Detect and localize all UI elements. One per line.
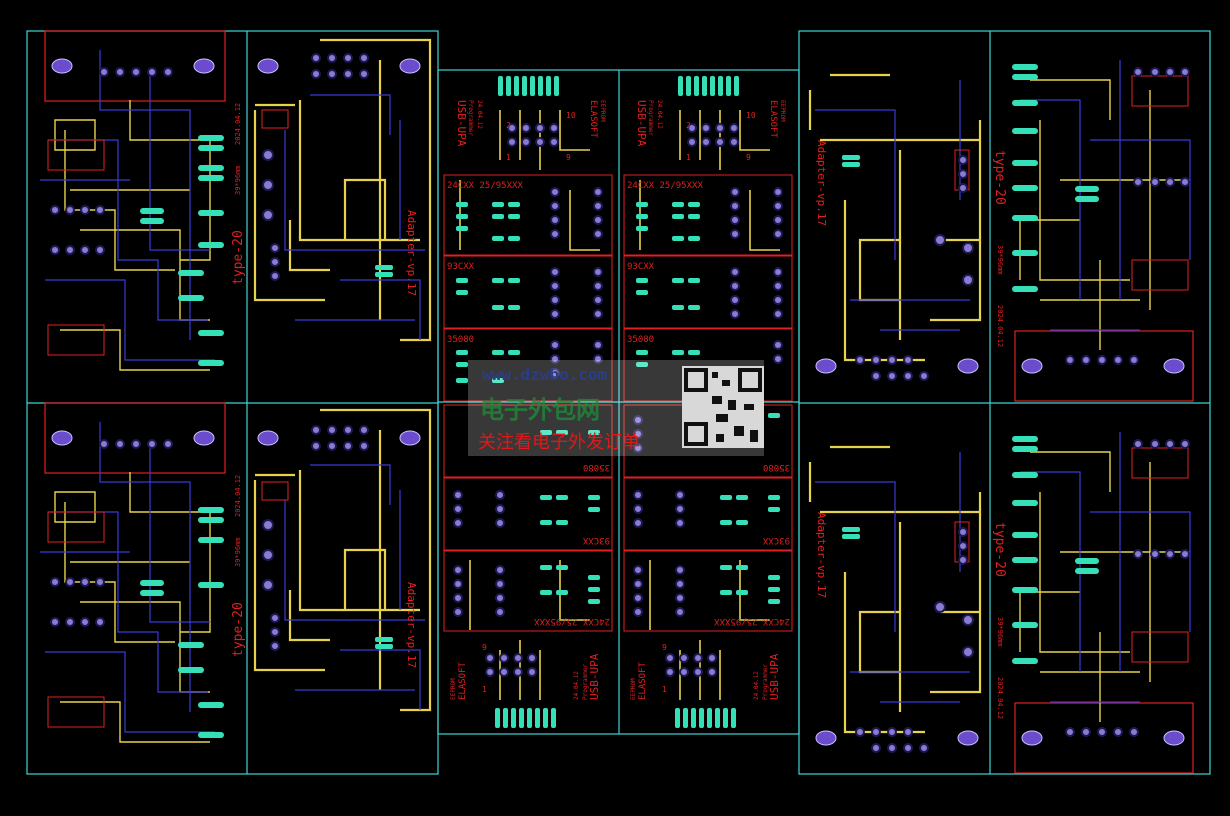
type20-board-top-right: type-20 39*96mm 2024.04.12 (992, 60, 1194, 402)
pin9-label-3: 9 (482, 643, 487, 652)
type20-size-br: 39*96mm (996, 617, 1004, 647)
type20-label-tr: type-20 (992, 150, 1007, 205)
pin9-label-2: 9 (746, 153, 751, 162)
pin9-label-1: 9 (566, 153, 571, 162)
adapter-label-br: Adapter-vp.17 (815, 512, 828, 598)
eeprom-label-4: EEPROM (630, 678, 637, 700)
elasoft-label-1: ELASOFT (588, 100, 598, 139)
programmer-board-bottom-left: USB-UPA Programmer 24.04.12 ELASOFT EEPR… (443, 404, 613, 728)
adapter-board-bottom-left: Adapter-vp.17 (253, 408, 432, 712)
pin2-label-2: 2 (686, 121, 691, 130)
adapter-board-bottom-right: Adapter-vp.17 (808, 445, 982, 753)
type20-label-bl: type-20 (231, 602, 246, 657)
watermark: www.dzwbo.com 电子外包网 关注看电子外发订单 (468, 360, 764, 456)
elasoft-label-2: ELASOFT (768, 100, 778, 139)
type20-board-bottom-right: type-20 39*96mm 2024.04.12 (992, 432, 1194, 774)
programmer-board-top-left: USB-UPA Programmer 24.04.12 ELASOFT EEPR… (443, 76, 613, 402)
upa-date-label-3: 24.04.12 (573, 671, 580, 700)
pin1-label-4: 1 (662, 685, 667, 694)
pin10-label-1: 10 (566, 111, 576, 120)
type20-size-bl: 39*96mm (234, 537, 242, 567)
pin9-label-4: 9 (662, 643, 667, 652)
eeprom-label-2: EEPROM (779, 100, 786, 122)
type20-label-br: type-20 (992, 522, 1007, 577)
programmer-label-3: Programmer (582, 663, 589, 700)
programmer-label-2: Programmer (647, 100, 654, 137)
section-93cxx-label-2: 93CXX (627, 262, 655, 272)
upa-date-label-4: 24.04.12 (753, 671, 760, 700)
eeprom-label-3: EEPROM (450, 678, 457, 700)
watermark-url: www.dzwbo.com (482, 365, 608, 384)
section-35080-label-3: 35080 (583, 462, 610, 472)
type20-date-tr: 2024.04.12 (996, 305, 1004, 347)
type20-size-tl: 39*96mm (234, 165, 242, 195)
programmer-board-bottom-right: USB-UPA Programmer 24.04.12 ELASOFT EEPR… (623, 404, 793, 728)
section-24cxx-label-1: 24CXX 25/95XXX (447, 181, 523, 191)
usb-upa-label-1: USB-UPA (455, 100, 468, 147)
pin1-label-2: 1 (686, 153, 691, 162)
pin10-label-2: 10 (746, 111, 756, 120)
section-35080-label-1: 35080 (447, 335, 474, 345)
usb-upa-label-4: USB-UPA (768, 653, 781, 700)
section-35080-label-4: 35080 (763, 462, 790, 472)
type20-size-tr: 39*96mm (996, 245, 1004, 275)
eeprom-label-1: EEPROM (599, 100, 606, 122)
programmer-label-1: Programmer (467, 100, 474, 137)
elasoft-label-4: ELASOFT (638, 661, 648, 700)
watermark-slogan: 关注看电子外发订单 (478, 432, 640, 453)
type20-date-br: 2024.04.12 (996, 677, 1004, 719)
type20-date-tl: 2024.04.12 (234, 103, 242, 145)
section-24cxx-label-3: 24CXX 25/95XXX (534, 616, 610, 626)
section-24cxx-label-4: 24CXX 25/95XXX (714, 616, 790, 626)
programmer-label-4: Programmer (762, 663, 769, 700)
section-93cxx-label-1: 93CXX (447, 262, 475, 272)
adapter-label-tr: Adapter-vp.17 (815, 140, 828, 226)
section-24cxx-label-2: 24CXX 25/95XXX (627, 181, 703, 191)
pin1-label-3: 1 (482, 685, 487, 694)
pin1-label-1: 1 (506, 153, 511, 162)
type20-board-top-left: type-20 39*96mm 2024.04.12 (40, 30, 246, 371)
usb-upa-label-3: USB-UPA (588, 653, 601, 700)
elasoft-label-3: ELASOFT (458, 661, 468, 700)
upa-date-label-1: 24.04.12 (476, 100, 483, 129)
usb-upa-label-2: USB-UPA (635, 100, 648, 147)
type20-date-bl: 2024.04.12 (234, 475, 242, 517)
type20-label-tl: type-20 (231, 230, 246, 285)
section-93cxx-label-4: 93CXX (762, 535, 790, 545)
pin2-label-1: 2 (506, 121, 511, 130)
section-93cxx-label-3: 93CXX (582, 535, 610, 545)
adapter-board-top-left: Adapter-vp.17 (253, 38, 432, 342)
adapter-board-top-right: Adapter-vp.17 (808, 73, 982, 381)
watermark-brand: 电子外包网 (480, 396, 600, 424)
type20-board-bottom-left: type-20 39*96mm 2024.04.12 (40, 402, 246, 743)
upa-date-label-2: 24.04.12 (656, 100, 663, 129)
adapter-label-bl: Adapter-vp.17 (405, 582, 418, 668)
section-35080-label-2: 35080 (627, 335, 654, 345)
adapter-label-tl: Adapter-vp.17 (405, 210, 418, 296)
qr-code-icon (682, 366, 764, 448)
programmer-board-top-right: USB-UPA Programmer 24.04.12 ELASOFT EEPR… (623, 76, 793, 402)
